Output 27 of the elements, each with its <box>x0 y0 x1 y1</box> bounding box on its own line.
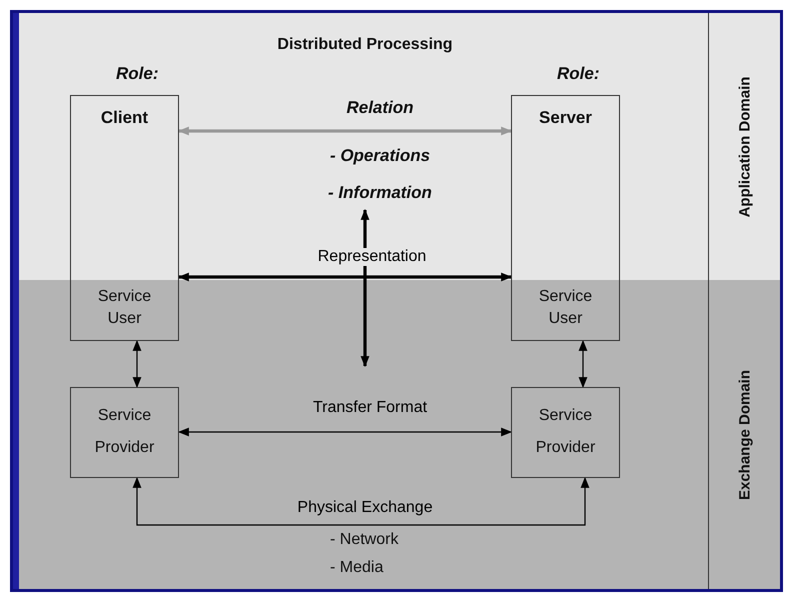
role-box <box>511 95 620 341</box>
note-text: - Network <box>330 531 398 549</box>
service-provider-box <box>511 387 620 478</box>
role-heading: Role: <box>116 64 158 84</box>
role-name: Server <box>538 108 593 128</box>
representation-arrow <box>178 272 512 282</box>
relation-arrow <box>178 126 512 136</box>
exchange-connector <box>132 476 590 526</box>
component-label: Service Provider <box>94 406 156 458</box>
connector-arrow <box>578 340 588 388</box>
role-box <box>70 95 179 341</box>
role-name: Client <box>100 108 150 128</box>
component-label: Service User <box>96 287 152 329</box>
connector-arrow <box>132 340 142 388</box>
component-label: Service User <box>538 287 594 329</box>
representation-arrow <box>360 208 370 368</box>
domain-label: Exchange Domain <box>736 370 754 500</box>
service-provider-box <box>70 387 179 478</box>
transfer-arrow <box>178 428 512 436</box>
relation-heading: Relation <box>345 98 415 118</box>
title: Distributed Processing <box>277 36 453 54</box>
domain-label: Application Domain <box>736 76 754 218</box>
component-label: Service Provider <box>534 406 596 458</box>
relation-item: - Operations <box>328 146 432 166</box>
note-text: - Media <box>330 559 384 577</box>
role-heading: Role: <box>557 64 600 84</box>
relation-item: - Information <box>327 183 433 203</box>
